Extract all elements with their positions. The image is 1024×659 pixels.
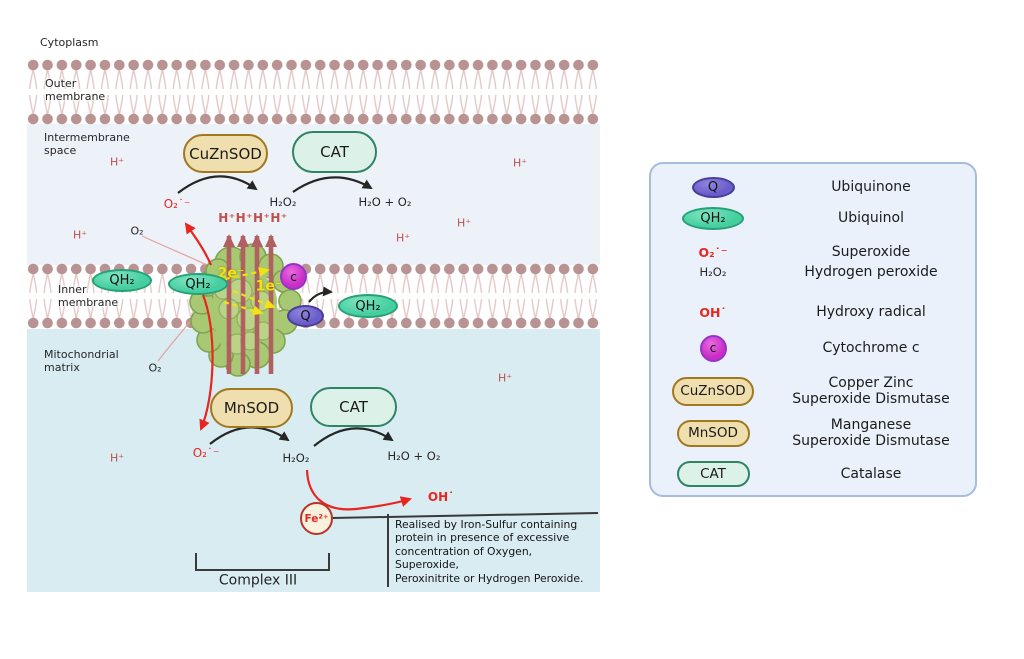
electron-transfer-arrows bbox=[223, 266, 276, 316]
cat-legend-symbol: CAT bbox=[676, 461, 750, 487]
water-oxygen-label-ims: H₂O + O₂ bbox=[358, 195, 412, 210]
mitochondrial-matrix-label: Mitochondrial matrix bbox=[44, 348, 119, 375]
legend-row-hydrogen-peroxide: H₂O₂ Hydrogen peroxide bbox=[651, 257, 975, 287]
ubiquinol-right: QH₂ bbox=[338, 294, 398, 318]
cat-pill-matrix: CAT bbox=[310, 387, 397, 427]
cuznsod-legend-symbol: CuZnSOD bbox=[672, 376, 754, 406]
note-pointer-lines bbox=[331, 512, 599, 587]
hydroxy-radical-legend-symbol: OH˙ bbox=[699, 304, 727, 320]
superoxide-label-matrix: O₂˙⁻ bbox=[192, 445, 220, 460]
legend-row-superoxide: O₂˙⁻ Superoxide bbox=[651, 237, 975, 267]
legend-label: Manganese Superoxide Dismutase bbox=[792, 416, 950, 449]
cytoplasm-label: Cytoplasm bbox=[40, 36, 99, 49]
cytochrome-c-circle: c bbox=[280, 263, 307, 290]
reaction-arrows bbox=[177, 175, 394, 447]
legend-label: Cytochrome c bbox=[822, 339, 920, 356]
ferrous-iron-circle: Fe²⁺ bbox=[300, 502, 333, 535]
outer-membrane bbox=[26, 59, 600, 125]
ubiquinone-circle: Q bbox=[287, 305, 324, 327]
legend-label: Catalase bbox=[840, 465, 902, 482]
o2-label-ims: O₂ bbox=[130, 224, 144, 238]
superoxide-arrow-ims bbox=[184, 222, 213, 266]
legend-label: Hydroxy radical bbox=[816, 303, 926, 320]
hydrogen-peroxide-label-matrix: H₂O₂ bbox=[282, 451, 310, 466]
legend-row-ubiquinol: QH₂ Ubiquinol bbox=[651, 203, 975, 233]
proton-pump-label: H⁺H⁺H⁺H⁺ bbox=[218, 210, 288, 225]
one-electron-label: 1e⁻ bbox=[255, 278, 283, 295]
legend-row-catalase: CAT Catalase bbox=[651, 459, 975, 489]
h-plus-label: H⁺ bbox=[512, 156, 528, 170]
h-plus-label: H⁺ bbox=[395, 231, 411, 245]
legend-row-mnsod: MnSOD Manganese Superoxide Dismutase bbox=[651, 412, 975, 454]
cat-pill-ims: CAT bbox=[292, 131, 377, 173]
outer-membrane-label: Outer membrane bbox=[45, 77, 106, 104]
two-electron-label: 2e⁻ bbox=[217, 265, 245, 282]
legend-box: Q Ubiquinone QH₂ Ubiquinol O₂˙⁻ Superoxi… bbox=[649, 162, 977, 497]
ubiquinol-left: QH₂ bbox=[92, 269, 152, 292]
h-plus-label: H⁺ bbox=[109, 155, 125, 169]
legend-label: Copper Zinc Superoxide Dismutase bbox=[792, 374, 950, 407]
cuznsod-pill: CuZnSOD bbox=[183, 134, 268, 173]
hydroxy-radical-label: OH˙ bbox=[427, 489, 455, 504]
legend-row-hydroxy-radical: OH˙ Hydroxy radical bbox=[651, 297, 975, 327]
fenton-arrow bbox=[305, 469, 412, 511]
legend-row-ubiquinone: Q Ubiquinone bbox=[651, 172, 975, 202]
legend-label: Superoxide bbox=[831, 243, 911, 260]
legend-label: Ubiquinol bbox=[837, 209, 904, 226]
inner-membrane-label: Inner membrane bbox=[58, 283, 119, 310]
water-oxygen-label-matrix: H₂O + O₂ bbox=[387, 449, 441, 464]
ubiquinol-complex: QH₂ bbox=[168, 273, 228, 295]
h-plus-label: H⁺ bbox=[72, 228, 88, 242]
o2-label-matrix: O₂ bbox=[148, 361, 162, 375]
hydrogen-peroxide-label-ims: H₂O₂ bbox=[269, 195, 297, 210]
cytochrome-c-legend-symbol: c bbox=[699, 334, 727, 362]
superoxide-label-ims: O₂˙⁻ bbox=[163, 196, 191, 211]
superoxide-legend-symbol: O₂˙⁻ bbox=[698, 244, 728, 260]
mnsod-legend-symbol: MnSOD bbox=[676, 419, 750, 447]
legend-row-cytochrome-c: c Cytochrome c bbox=[651, 332, 975, 364]
complex-iii-label: Complex III bbox=[218, 572, 298, 589]
q-to-qh2-arrow bbox=[308, 286, 333, 303]
mnsod-pill: MnSOD bbox=[210, 388, 293, 428]
ubiquinone-legend-symbol: Q bbox=[691, 176, 735, 198]
h-plus-label: H⁺ bbox=[456, 216, 472, 230]
ubiquinol-legend-symbol: QH₂ bbox=[682, 206, 744, 230]
mitochondrial-matrix-background bbox=[27, 329, 600, 592]
h-plus-label: H⁺ bbox=[497, 371, 513, 385]
legend-label: Ubiquinone bbox=[831, 178, 911, 195]
intermembrane-space-label: Intermembrane space bbox=[44, 131, 130, 158]
complex-iii-bracket bbox=[195, 553, 330, 571]
iron-sulfur-note: Realised by Iron-Sulfur containing prote… bbox=[395, 518, 584, 585]
hydrogen-peroxide-legend-symbol: H₂O₂ bbox=[699, 265, 727, 279]
legend-label: Hydrogen peroxide bbox=[804, 263, 938, 280]
superoxide-arrow-matrix bbox=[199, 294, 214, 431]
legend-row-cuznsod: CuZnSOD Copper Zinc Superoxide Dismutase bbox=[651, 370, 975, 412]
h-plus-label: H⁺ bbox=[109, 451, 125, 465]
ros-arrows bbox=[184, 222, 412, 511]
